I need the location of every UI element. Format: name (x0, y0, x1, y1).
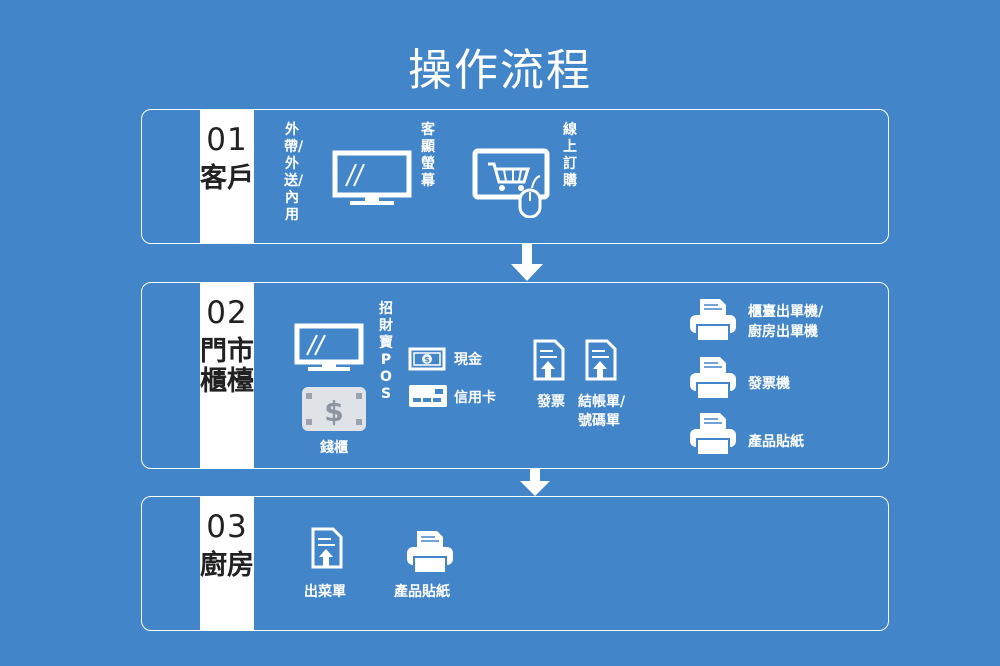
receipt-document-icon (585, 339, 617, 381)
pos-label: 招財寶POS (379, 301, 393, 402)
step-name: 廚房 (200, 550, 254, 581)
invoice-printer-label: 發票機 (748, 376, 790, 392)
step-number: 02 (206, 295, 248, 331)
flow-arrow-down-icon (520, 469, 550, 496)
printer1-label-line1: 櫃臺出單機/ (748, 304, 824, 320)
invoice-document-icon (533, 339, 565, 381)
credit-card-icon (409, 385, 447, 407)
printer1-label-line2: 廚房出單機 (748, 324, 818, 340)
kitchen-sticker-printer-icon (407, 531, 453, 574)
sticker-printer-icon (690, 413, 736, 456)
flow-arrow-down-icon (511, 244, 543, 281)
step-name: 客戶 (200, 163, 254, 194)
kitchen-order-label: 出菜單 (304, 584, 346, 600)
pos-monitor-icon (294, 323, 364, 371)
invoice-printer-icon (690, 357, 736, 400)
receipt-label-line2: 號碼單 (578, 413, 620, 429)
sticker-printer-label: 產品貼紙 (748, 434, 804, 450)
step-02-label: 02 門市櫃檯 (200, 283, 254, 468)
cash-drawer-label: 錢櫃 (320, 440, 348, 456)
cash-dollar-symbol: $ (424, 355, 430, 364)
kitchen-order-icon (311, 527, 343, 569)
step-name: 門市櫃檯 (200, 336, 254, 397)
step-03-label: 03 廚房 (200, 497, 254, 630)
cash-icon: $ (408, 347, 446, 371)
step-number: 01 (206, 122, 248, 158)
step-number: 03 (206, 509, 248, 545)
online-order-label: 線上訂購 (563, 122, 577, 189)
drawer-dollar-symbol: $ (324, 395, 343, 428)
step-02-panel: 02 門市櫃檯 $ 錢櫃 招財寶POS $ 現金 信用卡 (141, 282, 889, 469)
step-03-panel: 03 廚房 出菜單 產品貼紙 (141, 496, 889, 631)
channels-label: 外帶/外送/內用 (284, 122, 304, 223)
page-title: 操作流程 (408, 45, 592, 96)
cash-drawer-icon: $ (302, 387, 366, 431)
kitchen-sticker-label: 產品貼紙 (394, 584, 450, 600)
credit-card-label: 信用卡 (454, 390, 496, 406)
receipt-label-line1: 結帳單/ (578, 394, 626, 410)
customer-display-icon (332, 150, 412, 205)
step-01-label: 01 客戶 (200, 110, 254, 243)
customer-display-label: 客顯螢幕 (421, 122, 435, 189)
printer-icon (690, 299, 736, 342)
online-order-icon (472, 148, 550, 218)
step-01-panel: 01 客戶 外帶/外送/內用 客顯螢幕 線上訂購 (141, 109, 889, 244)
invoice-label: 發票 (537, 394, 565, 410)
cash-label: 現金 (454, 352, 482, 368)
